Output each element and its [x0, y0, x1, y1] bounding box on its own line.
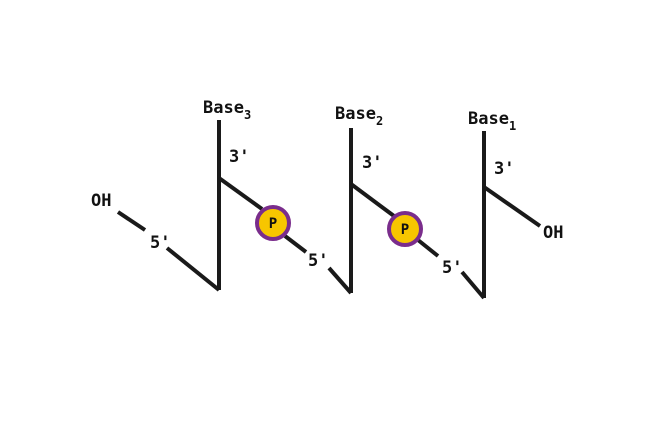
phosphate-label: P [269, 216, 277, 232]
oh-right-label: OH [543, 223, 563, 243]
phosphate-circle [255, 205, 291, 241]
bond-p2-to-5prime [416, 238, 440, 258]
base-name: Base [203, 98, 244, 118]
bond-3-to-p1 [217, 176, 264, 211]
five-prime-label-1: 5' [150, 233, 170, 253]
three-prime-label-3: 3' [494, 159, 514, 179]
bond-p1-to-5prime [283, 234, 308, 254]
base-name: Base [468, 109, 509, 129]
phosphate-label: P [401, 222, 409, 238]
base-label-1: Base1 [468, 109, 516, 133]
oh-left-label: OH [91, 191, 111, 211]
base-name: Base [335, 104, 376, 124]
three-prime-label-1: 3' [229, 147, 249, 167]
bond-oh-left [116, 210, 147, 232]
three-prime-label-2: 3' [362, 153, 382, 173]
base-label-2: Base2 [335, 104, 383, 128]
five-prime-label-2: 5' [308, 251, 328, 271]
base-label-3: Base3 [203, 98, 251, 122]
bond-3-to-oh-right [482, 185, 542, 228]
phosphate-1: P [255, 205, 291, 241]
bond-5prime-to-sugar1 [460, 270, 486, 300]
backbone [116, 120, 542, 300]
phosphate-2: P [387, 211, 423, 247]
five-prime-label-3: 5' [442, 258, 462, 278]
base-index: 3 [244, 108, 251, 122]
phosphate-circle [387, 211, 423, 247]
bond-3-to-p2 [349, 182, 396, 218]
bond-5prime-to-sugar2 [327, 266, 353, 295]
bond-5prime-left [165, 246, 221, 292]
base-index: 2 [376, 114, 383, 128]
base-index: 1 [509, 119, 516, 133]
